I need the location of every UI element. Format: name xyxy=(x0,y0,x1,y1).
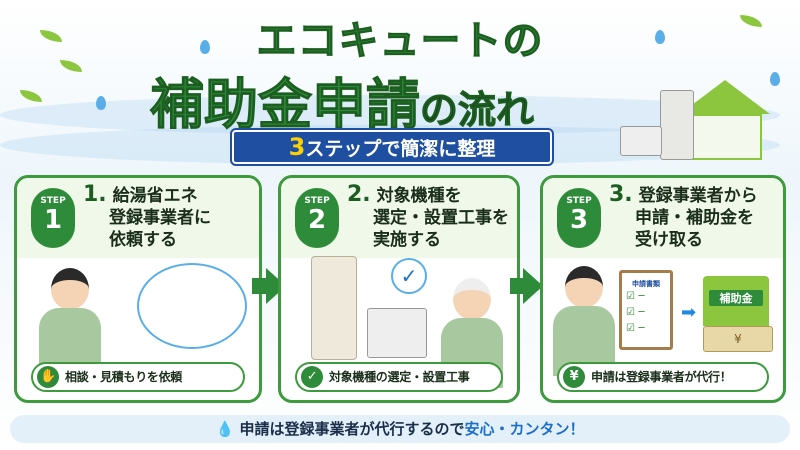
badge-label: STEP xyxy=(40,196,66,206)
bank-illustration: 補助金 xyxy=(703,276,769,326)
footer-highlight: 安心・カンタン！ xyxy=(464,420,585,438)
step-number: 3. xyxy=(609,182,633,207)
arrow-body xyxy=(510,278,524,294)
house-illustration xyxy=(620,80,770,160)
step-pill: ¥ 申請は登録事業者が代行！ xyxy=(557,362,769,392)
title-line1: エコキュートの xyxy=(256,18,544,65)
step-line: 選定・設置工事を xyxy=(373,208,509,228)
step-line: 実施する xyxy=(373,230,441,250)
handshake-icon: ✋ xyxy=(37,366,59,388)
title-main: 補助金申請 xyxy=(150,73,421,137)
money-stack-illustration: ¥ xyxy=(703,326,773,352)
step-line: 対象機種を xyxy=(376,186,462,206)
bank-sign: 補助金 xyxy=(709,290,763,306)
check-bubble-icon: ✓ xyxy=(391,258,427,294)
title-line2: 補助金申請の流れ xyxy=(150,60,535,139)
water-drop-icon xyxy=(200,40,210,54)
water-drop-icon xyxy=(96,96,106,110)
yen-icon: ¥ xyxy=(563,366,585,388)
step-title: 3. 登録事業者から申請・補助金を受け取る xyxy=(609,184,777,251)
step-pill: ✓ 対象機種の選定・設置工事 xyxy=(295,362,503,392)
arrow-right-icon xyxy=(523,268,543,304)
step-line: 登録事業者から xyxy=(638,186,758,206)
badge-label: STEP xyxy=(304,196,330,206)
water-drop-icon xyxy=(655,30,665,44)
title-suffix: の流れ xyxy=(419,88,535,133)
check-icon: ✓ xyxy=(301,366,323,388)
step-number: 2. xyxy=(347,182,371,207)
water-drop-icon: 💧 xyxy=(215,420,235,438)
clipboard-illustration: 申請書類☑ ─☑ ─☑ ─ xyxy=(619,270,673,350)
badge-number: 1 xyxy=(43,205,63,235)
footer-text: 申請は登録事業者が代行するので xyxy=(239,420,465,438)
worker-illustration xyxy=(553,266,615,376)
pill-text: 対象機種の選定・設置工事 xyxy=(329,370,470,384)
arrow-right-blue-icon: ➡ xyxy=(681,302,697,323)
step-line: 登録事業者に xyxy=(109,208,211,228)
subtitle-banner: 3ステップで簡潔に整理 xyxy=(232,130,552,164)
arrow-body xyxy=(252,278,266,294)
banner-number: 3 xyxy=(288,133,306,161)
outdoor-unit-illustration xyxy=(367,308,427,358)
pill-text: 申請は登録事業者が代行！ xyxy=(591,370,732,384)
badge-label: STEP xyxy=(566,196,592,206)
leaf-icon xyxy=(20,90,42,102)
step-pill: ✋ 相談・見積もりを依頼 xyxy=(31,362,245,392)
step-line: 申請・補助金を xyxy=(635,208,754,228)
badge-number: 2 xyxy=(307,205,327,235)
step-title: 1. 給湯省エネ登録事業者に依頼する xyxy=(83,184,253,251)
step-line: 依頼する xyxy=(109,230,177,250)
footer-note: 💧 申請は登録事業者が代行するので安心・カンタン！ xyxy=(10,415,790,443)
step-number: 1. xyxy=(83,182,107,207)
pill-text: 相談・見積もりを依頼 xyxy=(65,370,183,384)
banner-text: ステップで簡潔に整理 xyxy=(305,138,496,160)
water-drop-icon xyxy=(770,72,780,86)
step-line: 給湯省エネ xyxy=(112,186,198,206)
step-line: 受け取る xyxy=(635,230,703,250)
step-title: 2. 対象機種を選定・設置工事を実施する xyxy=(347,184,511,251)
water-heater-illustration xyxy=(311,256,357,360)
speech-bubble-house-illustration xyxy=(137,263,247,349)
clipboard-title: 申請書類 xyxy=(632,280,660,288)
badge-number: 3 xyxy=(569,205,589,235)
yen-symbol: ¥ xyxy=(734,332,742,346)
